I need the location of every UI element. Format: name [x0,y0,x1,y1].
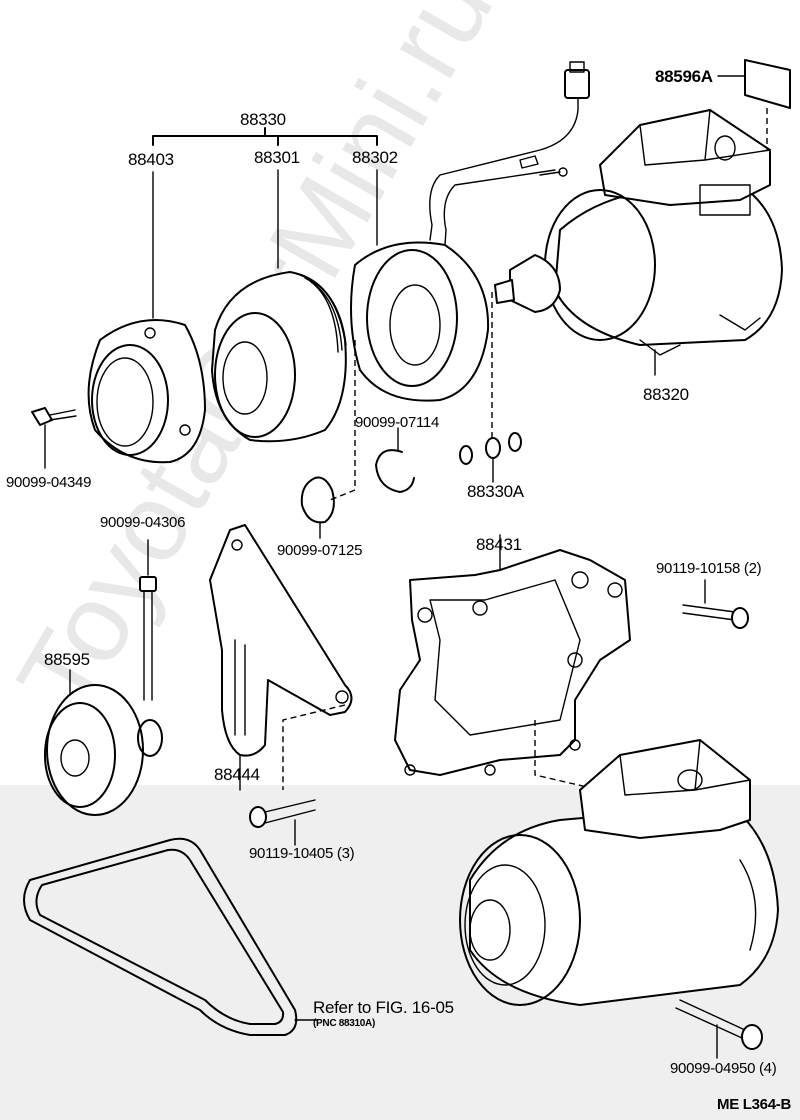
snap-ring-90099-07125 [300,476,335,539]
label-88301[interactable]: 88301 [254,148,300,167]
label-88320[interactable]: 88320 [643,385,689,404]
label-90099-04950[interactable]: 90099-04950 (4) [670,1060,777,1077]
bracket-88444 [209,524,353,791]
belt-pnc: (PNC 88310A) [313,1018,375,1029]
pulley-88301 [211,271,347,443]
bolt-90099-04349 [31,407,77,469]
compressor-bracket-88431 [394,534,631,791]
label-90099-04349[interactable]: 90099-04349 [6,474,92,491]
label-88596A[interactable]: 88596A [655,67,713,86]
label-88431[interactable]: 88431 [476,535,522,554]
label-90119-10405[interactable]: 90119-10405 (3) [249,845,355,862]
clutch-group-leader [152,127,378,319]
label-90099-07125[interactable]: 90099-07125 [277,542,363,559]
compressor-88320 [494,109,783,376]
bolt-90099-04950 [675,999,763,1059]
label-90099-04306[interactable]: 90099-04306 [100,514,186,531]
idler-pulley-88595 [44,669,163,816]
belt-reference[interactable]: Refer to FIG. 16-05 [313,998,454,1017]
label-88444[interactable]: 88444 [214,765,260,784]
label-88403[interactable]: 88403 [128,150,174,169]
drive-belt [23,837,319,1036]
snap-ring-90099-07114 [375,427,415,493]
caution-label-88596A [717,59,791,150]
label-90119-10158[interactable]: 90119-10158 (2) [656,560,762,577]
compressor-lower [459,739,779,1006]
label-88595[interactable]: 88595 [44,650,90,669]
figure-code: ME L364-B [717,1096,791,1113]
stator-88302 [350,61,590,402]
label-90099-07114[interactable]: 90099-07114 [355,414,440,431]
shims-88330A [459,432,522,483]
bolt-90119-10158 [682,579,749,629]
bolt-90119-10405 [249,799,316,846]
label-88330[interactable]: 88330 [240,110,286,129]
pressure-plate-88403 [87,319,206,464]
label-88302[interactable]: 88302 [352,148,398,167]
bolt-90099-04306 [139,539,157,701]
label-88330A[interactable]: 88330A [467,482,524,501]
